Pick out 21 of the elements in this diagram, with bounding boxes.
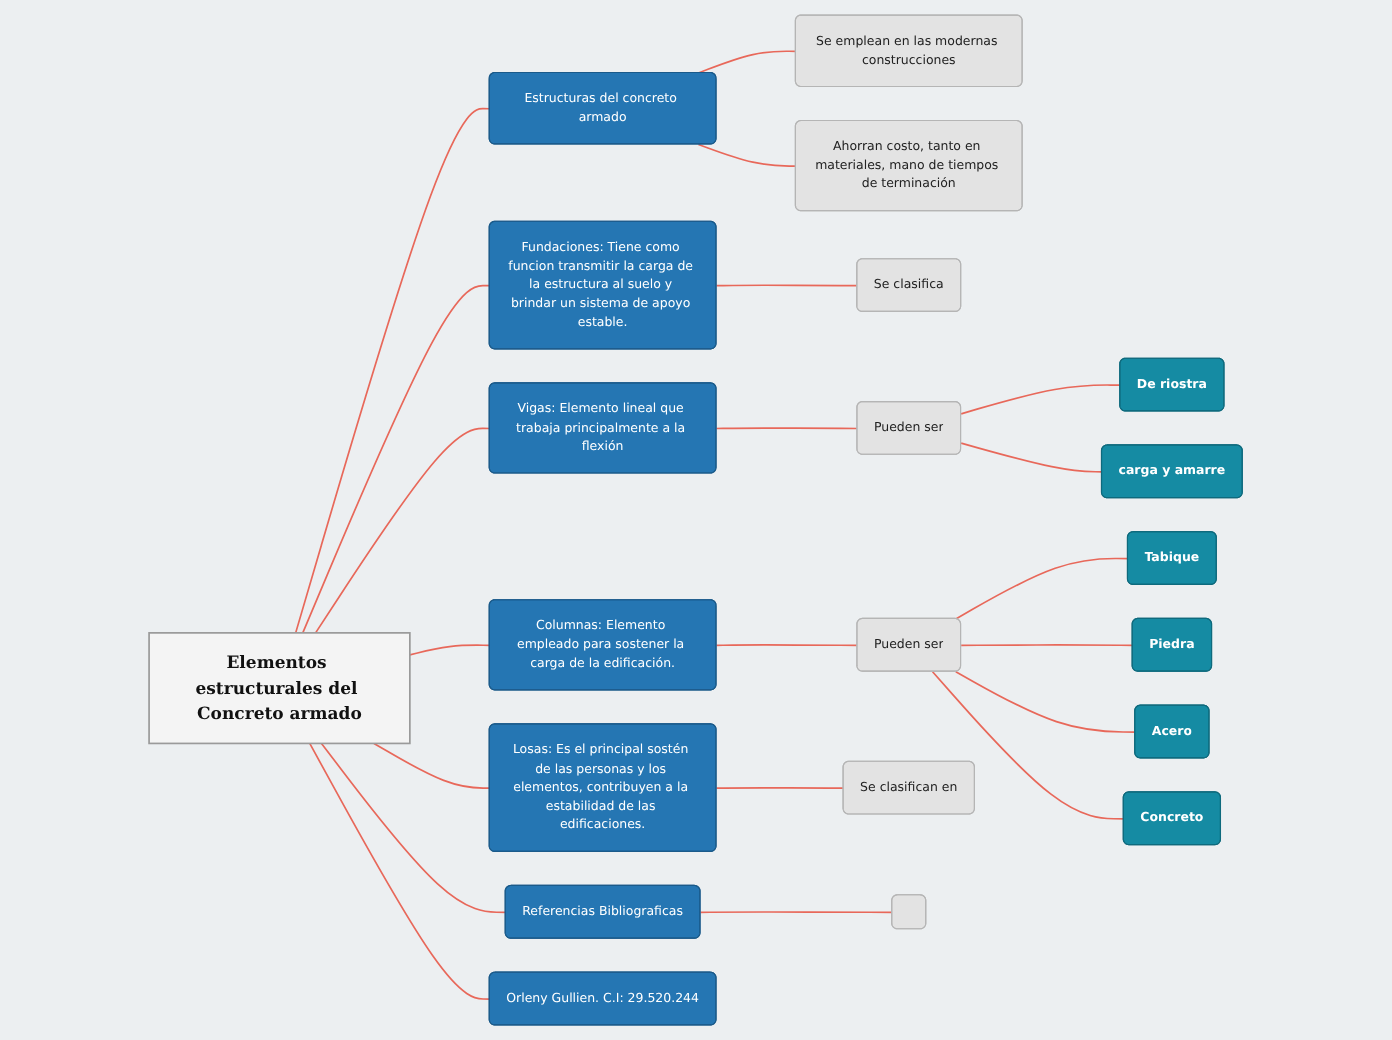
connector [321,742,507,914]
connector [315,427,491,634]
connector [700,911,894,914]
connector [960,442,1104,473]
connector [955,670,1137,733]
connector [716,427,859,430]
connector [302,284,491,634]
connector [716,284,859,287]
connector [716,644,859,647]
connector [295,107,491,634]
connector [697,50,798,74]
connector [960,644,1134,647]
connector [697,143,798,167]
node-box: Elementos estructurales del Concreto armado [148,632,412,745]
connector [409,644,491,656]
connector [955,557,1130,620]
connector [373,742,491,790]
connector [716,787,845,790]
connector [960,384,1122,415]
connector [309,742,491,1000]
connector [932,670,1126,820]
